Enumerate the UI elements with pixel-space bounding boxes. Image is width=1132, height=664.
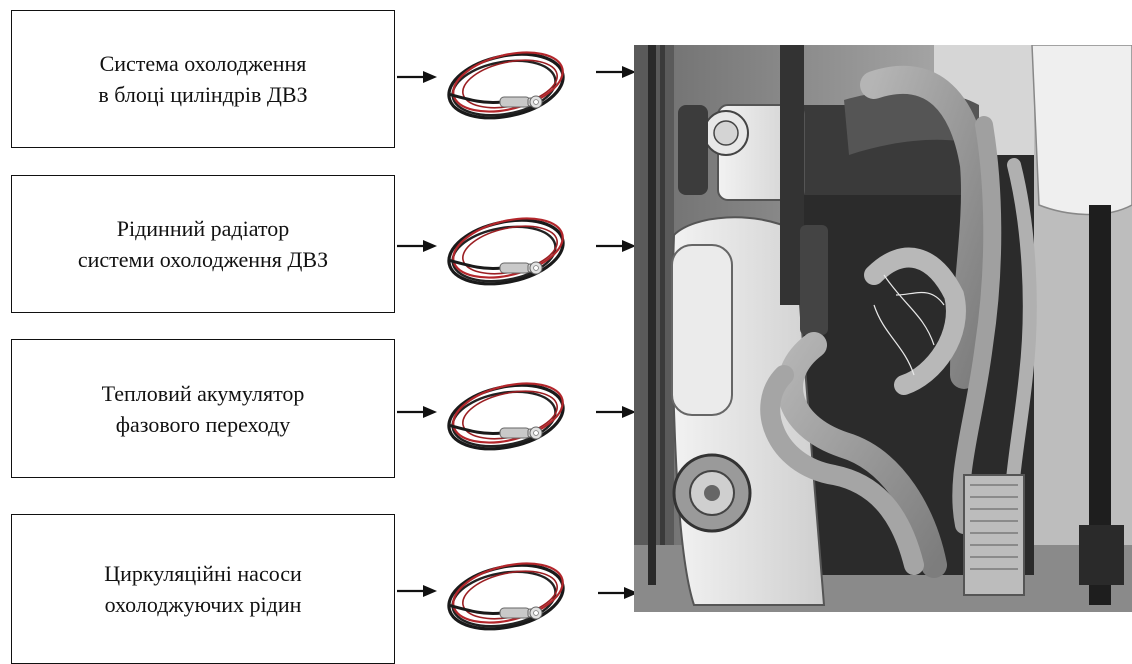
temperature-sensor-icon <box>440 210 568 290</box>
temperature-sensor-icon <box>440 44 568 124</box>
temperature-sensor-icon <box>440 375 568 455</box>
system-box-liquid-radiator: Рідинний радіатор системи охолодження ДВ… <box>11 175 395 313</box>
arrow-right-icon <box>397 404 437 420</box>
arrow-right-icon <box>596 64 636 80</box>
arrow-right-icon <box>596 238 636 254</box>
box-line: Циркуляційні насоси <box>104 558 302 589</box>
box-line: фазового переходу <box>102 409 305 440</box>
box-line: Система охолодження <box>98 48 307 79</box>
temperature-sensor-icon <box>440 555 568 635</box>
box-line: системи охолодження ДВЗ <box>78 244 328 275</box>
arrow-right-icon <box>397 238 437 254</box>
system-box-thermal-accumulator: Тепловий акумулятор фазового переходу <box>11 339 395 478</box>
box-line: Тепловий акумулятор <box>102 378 305 409</box>
system-box-cylinder-block-cooling: Система охолодження в блоці циліндрів ДВ… <box>11 10 395 148</box>
system-box-circulation-pumps: Циркуляційні насоси охолоджуючих рідин <box>11 514 395 664</box>
box-line: в блоці циліндрів ДВЗ <box>98 79 307 110</box>
arrow-right-icon <box>598 585 638 601</box>
arrow-right-icon <box>397 69 437 85</box>
box-line: Рідинний радіатор <box>78 213 328 244</box>
arrow-right-icon <box>596 404 636 420</box>
engine-photo <box>634 45 1132 612</box>
box-line: охолоджуючих рідин <box>104 589 302 620</box>
arrow-right-icon <box>397 583 437 599</box>
